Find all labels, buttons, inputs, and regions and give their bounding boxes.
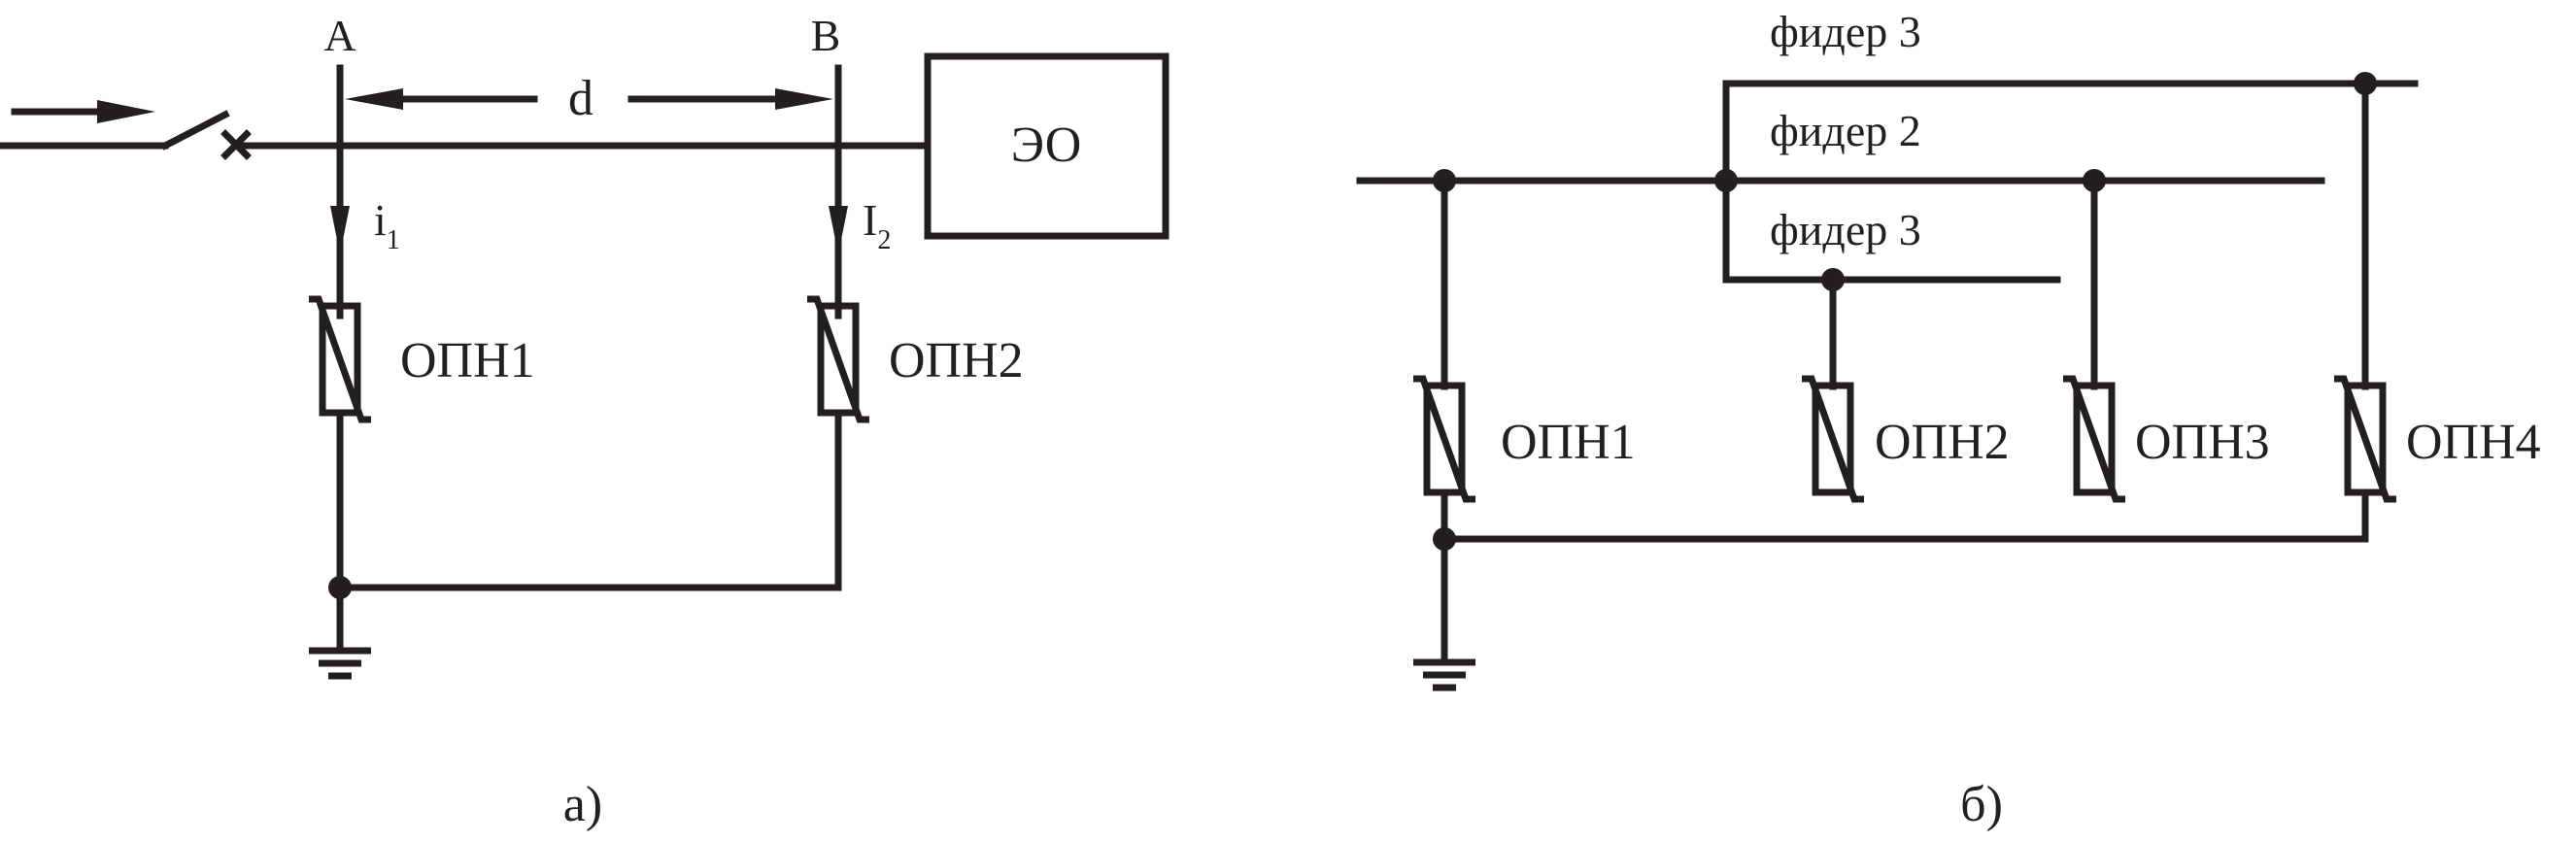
feeder-top-label: фидер 3 bbox=[1770, 7, 1921, 56]
junction-feeder-split bbox=[1714, 169, 1738, 192]
equipment-label: ЭО bbox=[1011, 118, 1082, 173]
arrester-b2-symbol bbox=[1802, 379, 1864, 499]
arrester-1-label: ОПН1 bbox=[400, 333, 535, 388]
ground-b-icon bbox=[1413, 662, 1475, 688]
feeder-3-top-bus bbox=[1722, 80, 2419, 185]
arrester-2-label: ОПН2 bbox=[889, 333, 1024, 388]
current-2-label: I2 bbox=[863, 195, 891, 255]
caption-a: а) bbox=[563, 777, 602, 832]
arrester-b3-label: ОПН3 bbox=[2135, 415, 2270, 470]
incoming-arrow-icon bbox=[11, 100, 155, 123]
arrester-b4-label: ОПН4 bbox=[2406, 415, 2541, 470]
caption-b: б) bbox=[1960, 777, 2003, 832]
arrester-b1-label: ОПН1 bbox=[1501, 415, 1636, 470]
arrester-b4-symbol bbox=[2334, 379, 2396, 499]
diagram-b: фидер 3 фидер 2 фидер 3 ОПН1 ОПН2 ОПН3 О… bbox=[1356, 7, 2541, 832]
arrester-b2-label: ОПН2 bbox=[1875, 415, 2010, 470]
equipment-box: ЭО bbox=[924, 52, 1169, 240]
ground-a-icon bbox=[309, 651, 371, 676]
arrester-b3-symbol bbox=[2063, 379, 2125, 499]
distance-arrow bbox=[345, 88, 833, 110]
current-2-arrow-icon bbox=[829, 206, 848, 254]
feeder-low-label: фидер 3 bbox=[1770, 205, 1921, 254]
current-1-label: i1 bbox=[374, 195, 400, 255]
node-a-label: A bbox=[323, 11, 356, 60]
feeder-3-low-bus bbox=[1722, 177, 2061, 284]
breaker-switch bbox=[0, 110, 252, 160]
feeder-mid-label: фидер 2 bbox=[1770, 106, 1921, 155]
current-1-arrow-icon bbox=[330, 206, 350, 254]
diagram-a: ЭО A B d i1 ОПН1 I2 ОПН2 bbox=[0, 11, 1169, 832]
distance-label: d bbox=[568, 71, 593, 126]
ground-junction-b bbox=[1433, 527, 1456, 551]
node-b-label: B bbox=[811, 11, 841, 60]
ground-junction-a bbox=[328, 576, 352, 599]
arrester-b1-symbol bbox=[1413, 379, 1475, 499]
